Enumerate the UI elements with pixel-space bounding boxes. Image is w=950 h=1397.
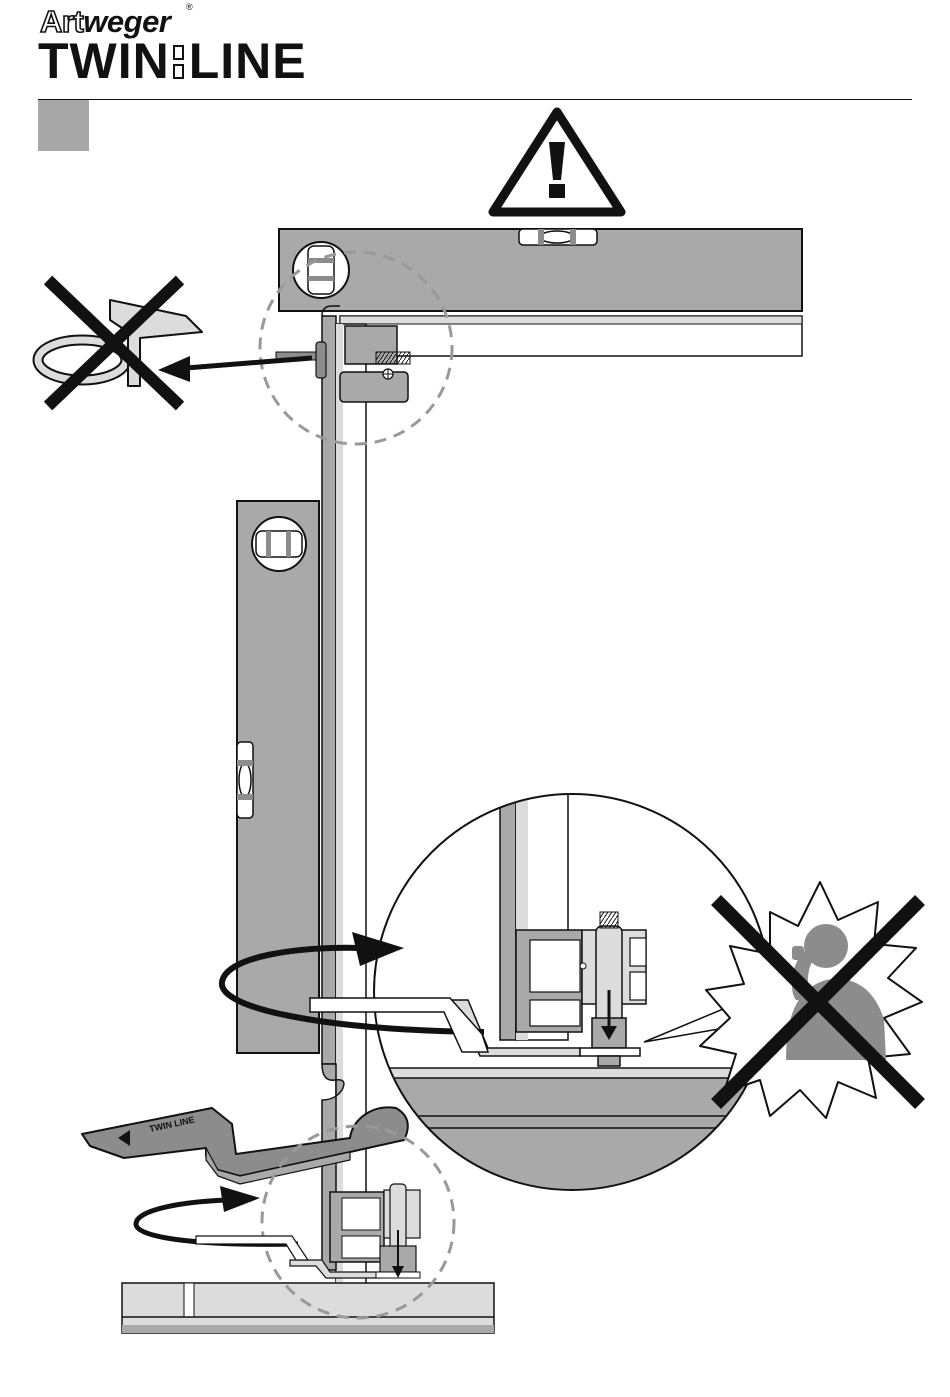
spirit-level-horizontal — [279, 229, 802, 311]
removal-arrow-icon — [158, 356, 312, 382]
warning-triangle-icon — [493, 112, 621, 212]
spirit-level-vertical — [237, 501, 319, 1053]
door-frame-vertical — [322, 306, 366, 1326]
rotation-arrow-icon — [136, 1186, 308, 1260]
spirit-level-icon — [293, 242, 349, 298]
spirit-level-icon — [252, 517, 306, 571]
floor — [122, 1283, 494, 1333]
